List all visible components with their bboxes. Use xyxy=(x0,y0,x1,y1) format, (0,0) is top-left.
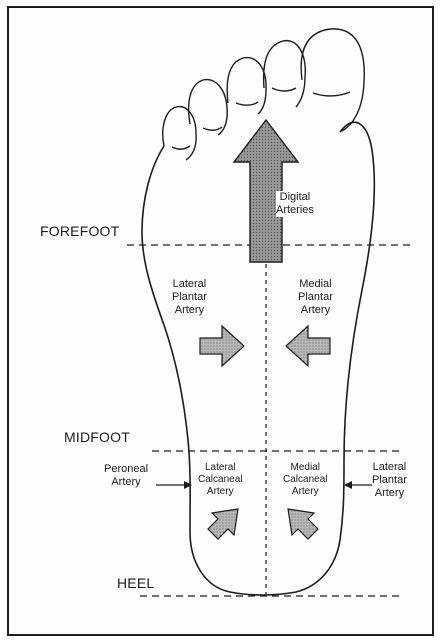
medial-calcaneal-arrow xyxy=(288,509,318,539)
medial-plantar-artery-label: Medial Plantar Artery xyxy=(298,278,333,317)
lateral-plantar-arrow xyxy=(200,326,244,366)
toe-crease xyxy=(203,127,222,130)
lateral-plantar-artery-right-label: Lateral Plantar Artery xyxy=(372,461,407,500)
medial-plantar-arrow xyxy=(286,326,330,366)
digital-arteries-label: Digital Arteries xyxy=(276,191,314,217)
little-toe-outline xyxy=(163,107,196,160)
peroneal-artery-label: Peroneal Artery xyxy=(104,463,148,489)
heel-label: HEEL xyxy=(117,575,154,591)
midfoot-label: MIDFOOT xyxy=(64,429,130,445)
lateral-plantar-artery-label: Lateral Plantar Artery xyxy=(172,278,207,317)
toe-crease xyxy=(313,92,350,96)
toe-crease xyxy=(236,102,258,105)
lateral-plantar-pointer-head xyxy=(344,481,352,489)
second-toe-outline xyxy=(264,41,306,107)
forefoot-label: FOREFOOT xyxy=(40,223,119,239)
lateral-calcaneal-arrow xyxy=(208,509,238,539)
toe-crease xyxy=(272,88,296,91)
medial-calcaneal-artery-label: Medial Calcaneal Artery xyxy=(283,462,327,498)
toe-crease xyxy=(172,146,190,149)
lateral-calcaneal-artery-label: Lateral Calcaneal Artery xyxy=(198,462,242,498)
big-toe-outline xyxy=(301,29,364,132)
